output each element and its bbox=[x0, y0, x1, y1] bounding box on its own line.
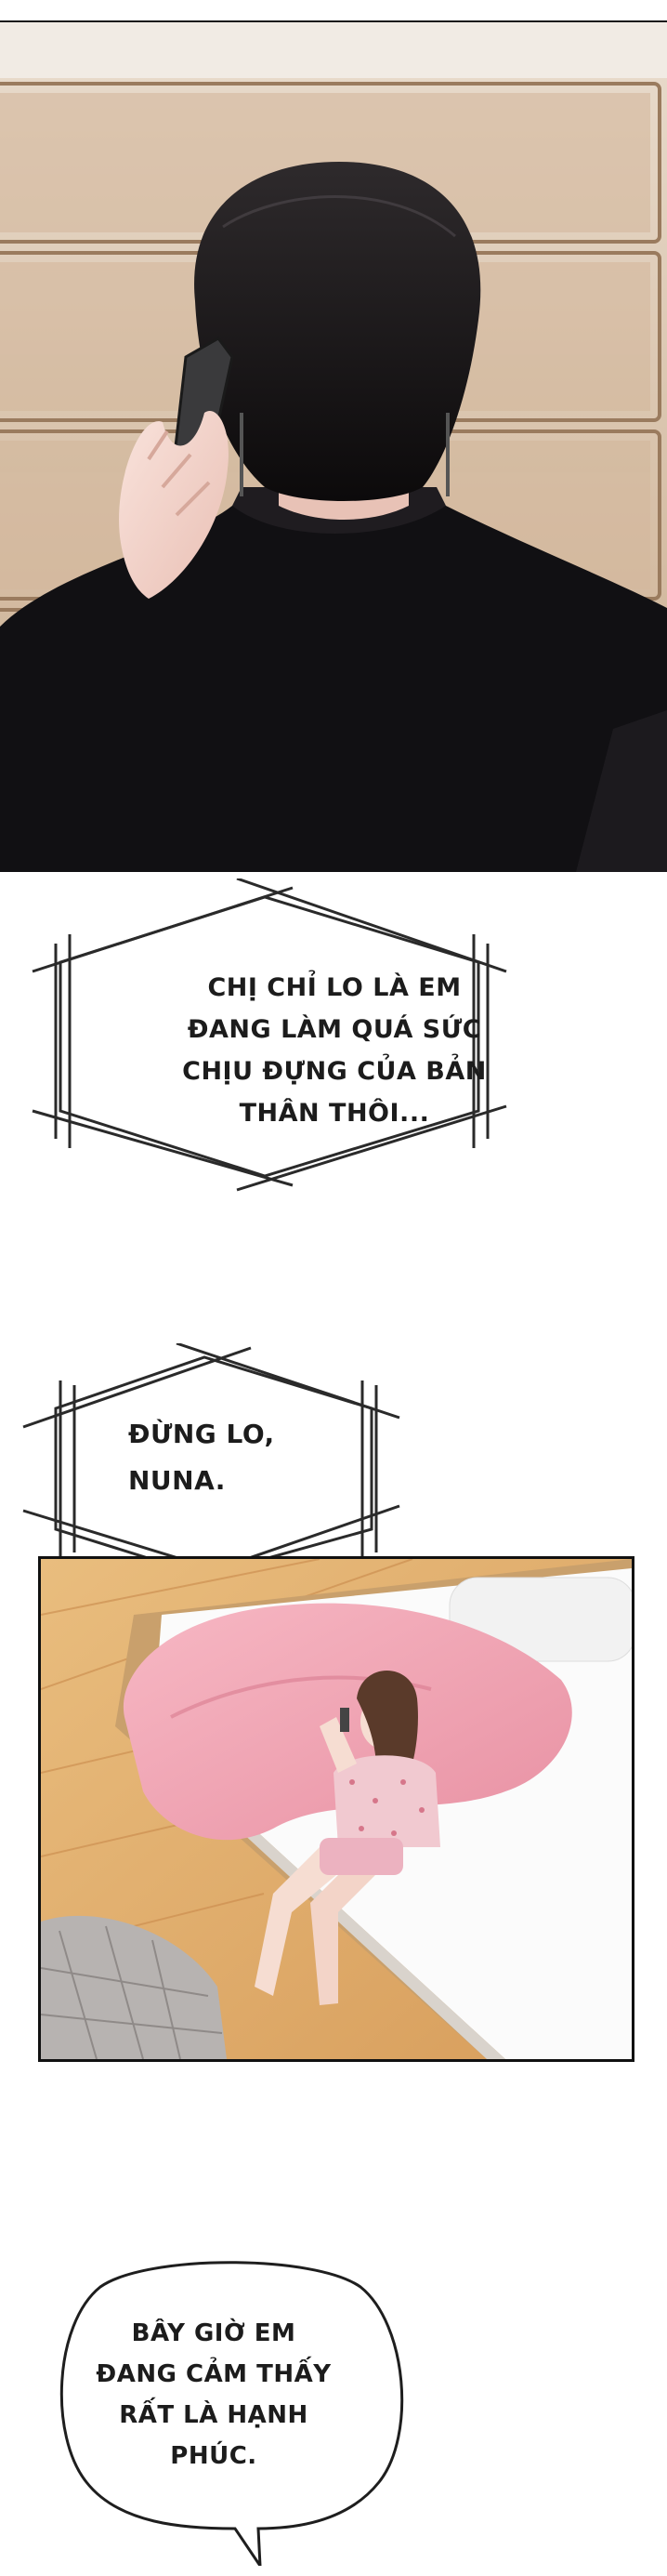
top-border bbox=[0, 0, 667, 23]
caption-line: PHÚC. bbox=[170, 2442, 257, 2470]
caption-line: CHỊ CHỈ LO LÀ EM bbox=[207, 973, 462, 1002]
caption-line: CHỊU ĐỰNG CỦA BẢN bbox=[182, 1057, 487, 1086]
caption-line: ĐỪNG LO, bbox=[128, 1419, 275, 1449]
caption-line: ĐANG CẢM THẤY bbox=[96, 2360, 332, 2388]
caption-line: NUNA. bbox=[128, 1465, 226, 1496]
speech-bubble-text: BÂY GIỜ EM ĐANG CẢM THẤY RẤT LÀ HẠNH PHÚ… bbox=[74, 2313, 353, 2477]
caption-line: BÂY GIỜ EM bbox=[131, 2319, 296, 2347]
hex-caption-frame bbox=[22, 1343, 400, 1585]
caption-line: RẤT LÀ HẠNH bbox=[119, 2401, 308, 2429]
girl-on-bed-illustration bbox=[41, 1559, 632, 2059]
hex-caption-frame bbox=[32, 878, 507, 1192]
caption-line: THÂN THÔI... bbox=[239, 1099, 430, 1128]
caption-worry: CHỊ CHỈ LO LÀ EM ĐANG LÀM QUÁ SỨC CHỊU Đ… bbox=[130, 967, 539, 1134]
caption-dont-worry: ĐỪNG LO, NUNA. bbox=[93, 1411, 316, 1504]
caption-line: ĐANG LÀM QUÁ SỨC bbox=[187, 1015, 482, 1044]
speech-bubble bbox=[59, 2261, 404, 2566]
panel-man-on-phone bbox=[0, 22, 667, 872]
man-on-phone-illustration bbox=[0, 22, 667, 872]
panel-girl-on-bed bbox=[38, 1556, 634, 2062]
